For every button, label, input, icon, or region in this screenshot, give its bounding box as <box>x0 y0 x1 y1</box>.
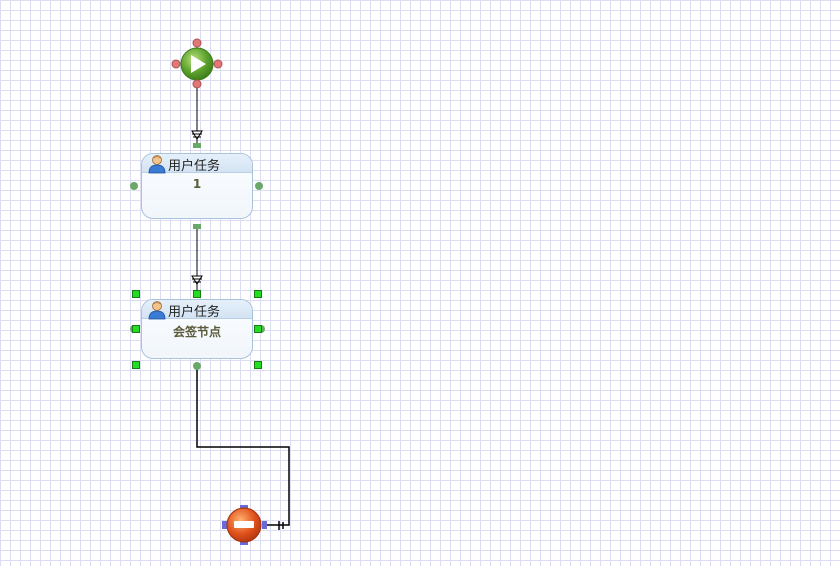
connection-point[interactable] <box>255 182 263 190</box>
task-header: 用户任务 <box>142 300 252 320</box>
arrowhead-icon <box>278 521 284 530</box>
user-task-1[interactable]: 用户任务 1 <box>141 153 253 219</box>
connection-point[interactable] <box>222 521 227 529</box>
start-event[interactable] <box>171 38 223 89</box>
resize-handle-e[interactable] <box>254 325 262 333</box>
resize-handle-ne[interactable] <box>254 290 262 298</box>
arrowhead-icon <box>191 130 203 140</box>
edge-task1-to-task2[interactable] <box>191 225 203 292</box>
resize-handle-sw[interactable] <box>132 361 140 369</box>
connection-point[interactable] <box>192 79 202 89</box>
edge-task2-to-end[interactable] <box>196 366 290 530</box>
task-type-label: 用户任务 <box>168 305 221 320</box>
task-header: 用户任务 <box>142 154 252 174</box>
end-event[interactable] <box>222 505 267 545</box>
arrowhead-icon <box>191 275 203 285</box>
connection-point[interactable] <box>192 38 202 48</box>
task-name: 1 <box>192 177 202 191</box>
connection-point[interactable] <box>240 541 248 545</box>
resize-handle-se[interactable] <box>254 361 262 369</box>
resize-handle-w[interactable] <box>132 325 140 333</box>
user-icon <box>148 301 166 320</box>
resize-handle-n[interactable] <box>193 290 201 298</box>
connection-point[interactable] <box>193 143 201 148</box>
connection-point[interactable] <box>262 521 267 529</box>
user-task-2[interactable]: 用户任务 会签节点 <box>141 299 253 359</box>
connection-point[interactable] <box>240 505 248 509</box>
resize-handle-nw[interactable] <box>132 290 140 298</box>
connection-point[interactable] <box>193 362 201 370</box>
connection-point[interactable] <box>193 224 201 229</box>
task1-connection-points <box>130 143 263 229</box>
connection-point[interactable] <box>213 59 223 69</box>
stop-icon <box>234 521 254 528</box>
play-icon <box>191 55 206 73</box>
edge-start-to-task1[interactable] <box>191 82 203 146</box>
user-icon <box>148 155 166 174</box>
connection-point[interactable] <box>130 182 138 190</box>
connection-point[interactable] <box>171 59 181 69</box>
task-type-label: 用户任务 <box>168 159 221 174</box>
task-name: 会签节点 <box>172 325 221 339</box>
